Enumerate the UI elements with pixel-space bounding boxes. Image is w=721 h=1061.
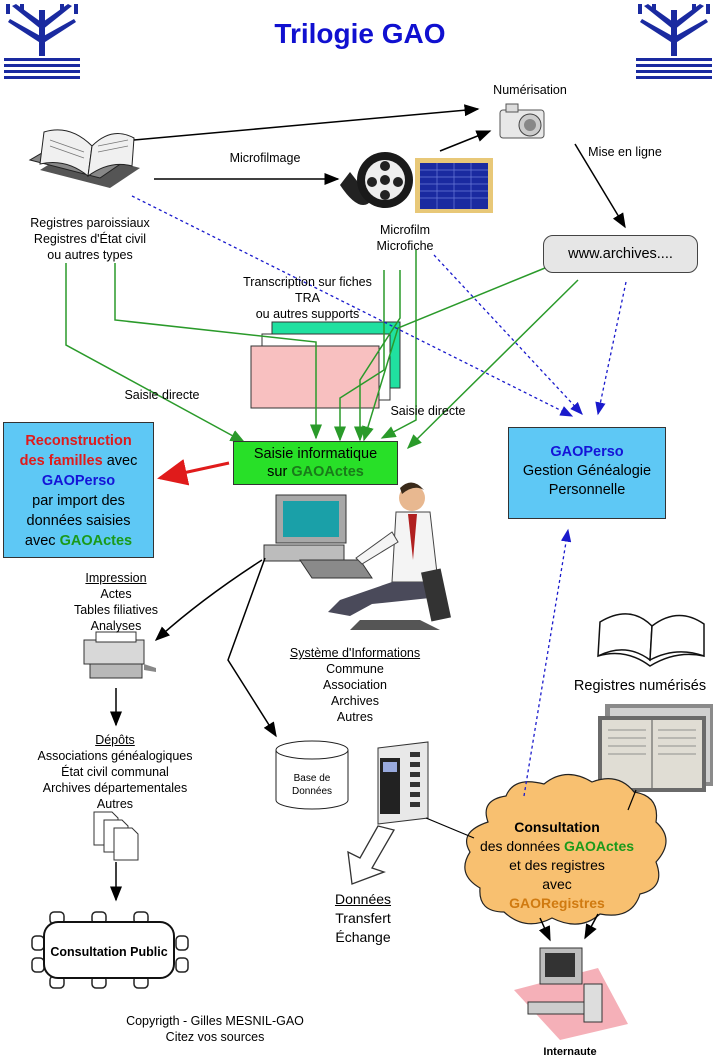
transcription-line1: Transcription sur fiches	[243, 275, 372, 289]
cloud-line2a: des données	[479, 838, 565, 854]
workstation-icon	[514, 947, 628, 1040]
gaoperso-line2: Gestion Généalogie	[522, 463, 652, 479]
depots-item: État civil communal	[61, 765, 169, 779]
depots-item: Archives départementales	[42, 781, 188, 795]
depots-item: Autres	[96, 797, 134, 811]
sources-line2: Registres d'État civil	[33, 232, 147, 246]
donnees-block: Données Transfert Échange	[318, 890, 408, 947]
cloud-line5: GAORegistres	[509, 895, 605, 911]
database-icon	[275, 740, 349, 810]
server-icon	[377, 741, 429, 825]
internaute-label: Internaute	[543, 1046, 597, 1058]
scanned-register-icon	[598, 704, 713, 792]
reconstruction-line6b: GAOActes	[59, 533, 133, 549]
donnees-line2: Transfert	[335, 910, 391, 926]
cloud-line2: des données GAOActes	[467, 837, 647, 856]
saisie-directe-left-label: Saisie directe	[124, 388, 200, 402]
reconstruction-line2: des familles avec	[4, 451, 153, 471]
systeme-block: Système d'Informations Commune Associati…	[280, 645, 430, 725]
registres-numerises-label: Registres numérisés	[573, 678, 707, 694]
impression-heading: Impression	[85, 571, 147, 585]
camera-icon	[499, 103, 545, 139]
transcription-line3: ou autres supports	[255, 307, 360, 321]
cloud-heading: Consultation	[514, 819, 600, 835]
consultation-cloud	[464, 773, 667, 925]
consultation-cloud-text: Consultation des données GAOActes et des…	[467, 818, 647, 913]
reconstruction-line4: par import des	[32, 493, 125, 509]
reconstruction-line1: Reconstruction	[25, 433, 132, 449]
gaoperso-box: GAOPerso Gestion Généalogie Personnelle	[508, 427, 666, 519]
tree-logo-icon-right	[636, 4, 712, 79]
fiche-cards-icon	[250, 321, 401, 409]
impression-item: Tables filiatives	[73, 603, 159, 617]
microfilmage-label: Microfilmage	[229, 151, 301, 165]
database-line1: Base de	[293, 773, 331, 784]
numerisation-label: Numérisation	[493, 83, 567, 97]
gaoperso-name: GAOPerso	[550, 444, 624, 460]
printer-icon	[83, 631, 156, 679]
open-book-icon-sources	[28, 129, 140, 188]
depots-block: Dépôts Associations généalogiques État c…	[22, 732, 208, 812]
reconstruction-box: Reconstruction des familles avec GAOPers…	[3, 422, 154, 558]
transcription-label: Transcription sur fiches TRA ou autres s…	[220, 274, 395, 322]
depots-heading: Dépôts	[95, 733, 135, 747]
conference-table-icon	[31, 911, 189, 989]
sources-label: Registres paroissiaux Registres d'État c…	[10, 215, 170, 263]
transcription-line2: TRA	[295, 291, 320, 305]
gaoperso-line3: Personnelle	[548, 482, 626, 498]
database-line2: Données	[291, 786, 333, 797]
hollow-arrow-icon	[347, 825, 395, 885]
microfiche-icon	[415, 158, 493, 213]
microfilm-line1: Microfilm	[380, 223, 430, 237]
donnees-heading: Données	[334, 891, 392, 907]
systeme-heading: Système d'Informations	[289, 646, 421, 660]
consultation-public-label: Consultation Public	[50, 945, 168, 959]
cloud-line2b: GAOActes	[564, 838, 635, 854]
reconstruction-line6a: avec	[24, 533, 60, 549]
database-label: Base de Données	[282, 772, 342, 798]
sources-line1: Registres paroissiaux	[30, 216, 150, 230]
copyright-line2: Citez vos sources	[165, 1030, 265, 1044]
systeme-item: Association	[323, 678, 387, 692]
reconstruction-line3: GAOPerso	[41, 473, 116, 489]
open-book-icon-registres	[597, 613, 705, 667]
depots-item: Associations généalogiques	[37, 749, 193, 763]
saisie-directe-right-label: Saisie directe	[390, 404, 466, 418]
cloud-line3: et des registres	[509, 857, 605, 873]
reconstruction-line6: avec GAOActes	[4, 531, 153, 551]
saisie-box-app-name: GAOActes	[291, 464, 364, 480]
documents-icon	[93, 811, 139, 861]
computer-user-icon	[263, 482, 451, 630]
systeme-item: Archives	[331, 694, 379, 708]
reconstruction-line2b: avec	[102, 453, 138, 469]
copyright-line1: Copyrigth - Gilles MESNIL-GAO	[126, 1014, 304, 1028]
impression-item: Actes	[100, 587, 132, 601]
saisie-box-line2: sur GAOActes	[234, 463, 397, 481]
reconstruction-line2a: des familles	[19, 453, 103, 469]
microfilm-line2: Microfiche	[376, 239, 434, 253]
sources-line3: ou autres types	[47, 248, 133, 262]
film-reel-icon	[340, 152, 413, 208]
copyright-block: Copyrigth - Gilles MESNIL-GAO Citez vos …	[110, 1013, 320, 1045]
archives-website-box: www.archives....	[543, 235, 698, 273]
saisie-box-prefix: sur	[267, 464, 292, 480]
impression-item: Analyses	[90, 619, 142, 633]
systeme-item: Commune	[326, 662, 384, 676]
cloud-line4: avec	[542, 876, 572, 892]
page-title: Trilogie GAO	[274, 18, 446, 49]
saisie-informatique-box: Saisie informatique sur GAOActes	[233, 441, 398, 485]
reconstruction-line5: données saisies	[26, 513, 131, 529]
donnees-line3: Échange	[335, 929, 391, 945]
tree-logo-icon-left	[0, 0, 86, 84]
systeme-item: Autres	[336, 710, 374, 724]
impression-block: Impression Actes Tables filiatives Analy…	[60, 570, 172, 634]
mise-en-ligne-label: Mise en ligne	[588, 145, 662, 159]
saisie-box-line1: Saisie informatique	[253, 446, 378, 462]
microfilm-label: Microfilm Microfiche	[360, 222, 450, 254]
